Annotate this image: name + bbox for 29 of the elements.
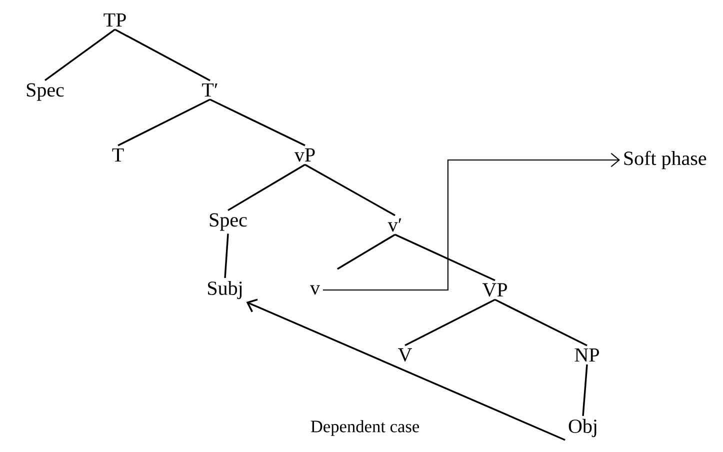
tree-node-label: v′ (388, 218, 402, 232)
tree-node-label: v (310, 285, 320, 295)
tree-branch (494, 298, 588, 346)
arrow (246, 298, 566, 441)
tree-branch (118, 98, 210, 146)
tree-branch (582, 364, 588, 416)
elbow-arrow (322, 152, 620, 291)
tree-node-label: Spec (210, 213, 247, 231)
tree-branch (210, 98, 306, 146)
tree-branch (228, 164, 306, 212)
tree-node-label: V (398, 348, 412, 362)
tree-node-label: T (112, 148, 124, 162)
tree-branch (394, 234, 496, 282)
tree-branch (224, 234, 229, 278)
tree-node-label: Subj (208, 280, 242, 300)
tree-branch (44, 28, 116, 82)
edge-label: Dependent case (309, 418, 421, 438)
tree-node-label: Spec (26, 83, 64, 101)
tree-node-label: Obj (568, 418, 596, 438)
tree-node-label: NP (574, 348, 599, 362)
tree-branch (114, 28, 210, 82)
tree-node-label: VP (482, 283, 507, 297)
tree-node-label: T′ (202, 83, 218, 97)
tree-node-label: vP (294, 148, 315, 162)
tree-branch (336, 234, 396, 270)
tree-branch (404, 298, 496, 346)
tree-node-label: TP (104, 13, 126, 27)
tree-branch (304, 164, 396, 216)
phase-label: Soft phase (624, 150, 706, 170)
